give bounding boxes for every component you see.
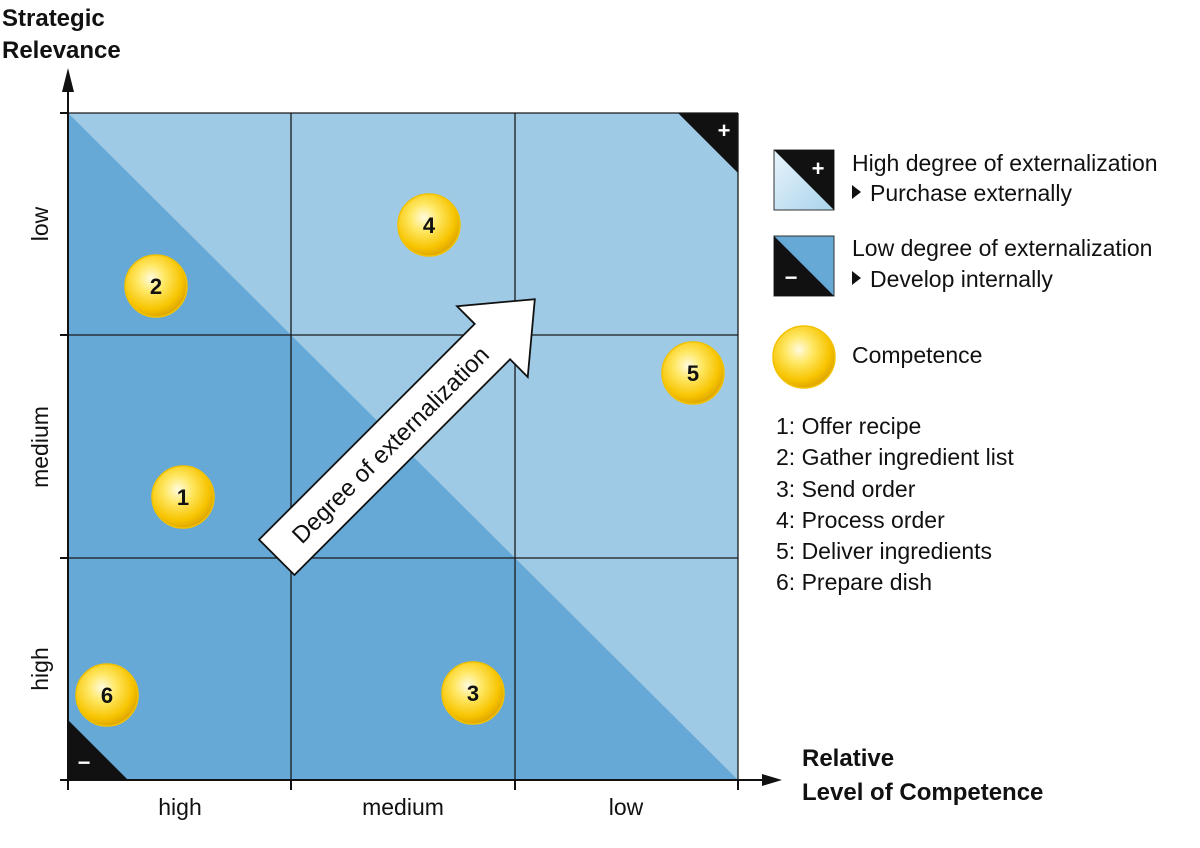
legend-competence-swatch xyxy=(772,325,836,389)
y-axis-arrowhead xyxy=(62,68,74,92)
x-tick-label-low: low xyxy=(609,794,644,820)
svg-text:6: 6 xyxy=(101,683,113,708)
svg-text:−: − xyxy=(785,265,798,290)
externalization-arrow-shape xyxy=(257,298,536,577)
competence-bubble-5: 5 xyxy=(661,341,725,405)
competence-bubble-2: 2 xyxy=(124,254,188,318)
legend-high-swatch: + xyxy=(773,149,835,211)
corner-plus-mark: + xyxy=(718,118,731,143)
corner-low-externalization xyxy=(68,720,128,780)
svg-text:1: 1 xyxy=(177,485,189,510)
competence-list-item: 6: Prepare dish xyxy=(776,569,932,595)
y-tick-label-medium: medium xyxy=(27,406,53,488)
svg-text:5: 5 xyxy=(687,361,699,386)
competence-bubble-4: 4 xyxy=(397,193,461,257)
competence-list-item: 3: Send order xyxy=(776,476,916,502)
corner-high-externalization xyxy=(678,113,738,173)
legend-low-line1: Low degree of externalization xyxy=(852,235,1152,261)
x-tick-label-high: high xyxy=(158,794,201,820)
competence-list-item: 4: Process order xyxy=(776,507,945,533)
svg-text:4: 4 xyxy=(423,213,436,238)
competence-list-item: 2: Gather ingredient list xyxy=(776,444,1014,470)
competence-list: 1: Offer recipe 2: Gather ingredient lis… xyxy=(776,413,1014,595)
legend-low-swatch: − xyxy=(773,235,835,297)
competence-bubble-3: 3 xyxy=(441,661,505,725)
svg-text:+: + xyxy=(812,156,825,181)
legend-high-line1: High degree of externalization xyxy=(852,150,1158,176)
corner-minus-mark: − xyxy=(78,750,91,775)
y-tick-label-high: high xyxy=(27,647,53,690)
competence-list-item: 5: Deliver ingredients xyxy=(776,538,992,564)
x-axis-title-line1: Relative xyxy=(802,745,894,772)
x-axis-title-line2: Level of Competence xyxy=(802,779,1043,806)
y-tick-label-low: low xyxy=(27,206,53,241)
competence-bubble-6: 6 xyxy=(75,663,139,727)
y-axis-title-line1: Strategic xyxy=(2,5,105,32)
legend-high-line2: Purchase externally xyxy=(870,180,1072,206)
grid-lines xyxy=(68,112,739,780)
axes xyxy=(60,92,765,790)
legend-low-line2: Develop internally xyxy=(870,266,1053,292)
x-tick-label-medium: medium xyxy=(362,794,444,820)
y-axis-title-line2: Relevance xyxy=(2,37,121,64)
legend-competence-label: Competence xyxy=(852,342,982,368)
legend-low-bullet-icon xyxy=(852,271,861,285)
competence-list-item: 1: Offer recipe xyxy=(776,413,921,439)
competence-bubble-1: 1 xyxy=(151,465,215,529)
x-axis-arrowhead xyxy=(762,774,782,786)
svg-text:3: 3 xyxy=(467,681,479,706)
legend-high-bullet-icon xyxy=(852,185,861,199)
legend: + High degree of externalization Purchas… xyxy=(772,149,1158,595)
competence-bubbles: 1 2 3 4 5 6 xyxy=(75,193,725,727)
svg-text:2: 2 xyxy=(150,274,162,299)
